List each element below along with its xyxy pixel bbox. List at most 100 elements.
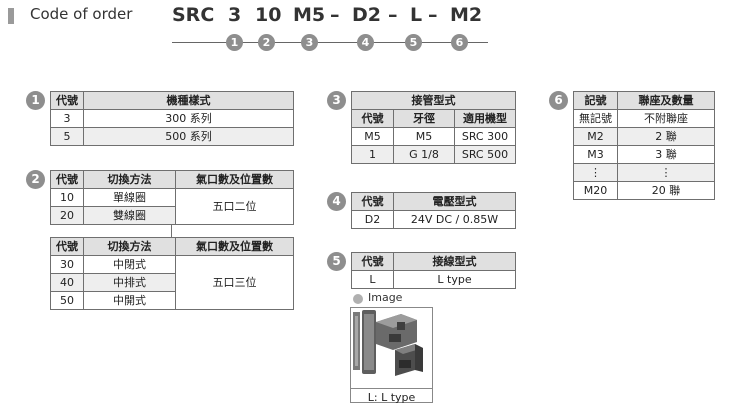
table-merged-cell: 五口三位 xyxy=(175,255,294,310)
code-marker-line xyxy=(172,42,488,43)
page-title: Code of order xyxy=(30,5,133,23)
table-cell: SRC 500 xyxy=(454,145,516,164)
table-row: 20 雙線圈 xyxy=(50,206,294,225)
table-title: 接管型式 xyxy=(351,91,516,110)
table-row: 5 500 系列 xyxy=(50,127,294,146)
code-part-5: L xyxy=(410,4,423,26)
code-marker-6: 6 xyxy=(451,34,468,51)
table-header: 記號 xyxy=(573,91,618,110)
table-merged-cell: 五口二位 xyxy=(175,188,294,225)
table-header: 代號 xyxy=(351,192,394,211)
table-cell: 20 xyxy=(50,206,84,225)
code-dash-2: – xyxy=(388,4,398,26)
code-part-1: 3 xyxy=(228,4,242,26)
section-badge-4: 4 xyxy=(327,192,346,211)
table-row: 10 單線圈 五口二位 xyxy=(50,188,294,225)
voltage-type-table: 代號 電壓型式 D2 24V DC / 0.85W xyxy=(351,192,516,229)
table-header: 機種樣式 xyxy=(83,91,294,110)
code-dash-1: – xyxy=(330,4,340,26)
table-cell: 40 xyxy=(50,273,84,292)
table-header: 氣口數及位置數 xyxy=(175,170,294,189)
table-header: 切換方法 xyxy=(83,237,176,256)
table-cell: 不附聯座 xyxy=(617,109,715,128)
manifold-table: 記號 聯座及數量 無記號 不附聯座 M2 2 聯 M3 3 聯 ⋮ ⋮ M20 … xyxy=(573,91,715,200)
code-marker-4: 4 xyxy=(357,34,374,51)
table-row: 3 300 系列 xyxy=(50,109,294,128)
table-header: 代號 xyxy=(351,109,394,128)
table-cell: 1 xyxy=(351,145,394,164)
image-caption: L: L type xyxy=(351,388,432,406)
table-cell: 10 xyxy=(50,188,84,207)
table-cell: 中閉式 xyxy=(83,255,176,274)
table-connector xyxy=(171,225,172,237)
header-accent-bar xyxy=(8,8,14,24)
table-header: 代號 xyxy=(50,91,84,110)
table-cell: ⋮ xyxy=(573,163,618,182)
connector-image-frame: L: L type xyxy=(350,307,433,406)
table-cell: SRC 300 xyxy=(454,127,516,146)
table-row: M3 3 聯 xyxy=(573,145,715,164)
section-badge-2: 2 xyxy=(26,170,45,189)
table-cell: M2 xyxy=(573,127,618,146)
code-part-series: SRC xyxy=(172,4,215,26)
table-header: 電壓型式 xyxy=(393,192,516,211)
table-row: 40 中排式 xyxy=(50,273,294,292)
table-cell: M3 xyxy=(573,145,618,164)
table-row: L L type xyxy=(351,270,516,289)
port-type-table: 接管型式 代號 牙徑 適用機型 M5 M5 SRC 300 1 G 1/8 SR… xyxy=(351,91,516,164)
table-header: 適用機型 xyxy=(454,109,516,128)
table-header: 牙徑 xyxy=(393,109,455,128)
table-cell: 中開式 xyxy=(83,291,176,310)
code-part-6: M2 xyxy=(450,4,483,26)
table-cell: 20 聯 xyxy=(617,181,715,200)
table-row: M5 M5 SRC 300 xyxy=(351,127,516,146)
code-marker-3: 3 xyxy=(301,34,318,51)
table-cell: 無記號 xyxy=(573,109,618,128)
table-cell: ⋮ xyxy=(617,163,715,182)
table-cell: 中排式 xyxy=(83,273,176,292)
code-marker-5: 5 xyxy=(405,34,422,51)
code-part-4: D2 xyxy=(352,4,381,26)
table-cell: 3 xyxy=(50,109,84,128)
section-badge-5: 5 xyxy=(327,252,346,271)
table-cell: 5 xyxy=(50,127,84,146)
code-part-3: M5 xyxy=(293,4,326,26)
table-cell: M20 xyxy=(573,181,618,200)
table-row: 30 中閉式 五口三位 xyxy=(50,255,294,310)
table-cell: 50 xyxy=(50,291,84,310)
table-header: 氣口數及位置數 xyxy=(175,237,294,256)
code-part-2: 10 xyxy=(255,4,282,26)
switching-2pos-table: 代號 切換方法 氣口數及位置數 10 單線圈 五口二位 20 雙線圈 xyxy=(50,170,294,225)
wiring-type-table: 代號 接線型式 L L type xyxy=(351,252,516,289)
table-cell: 雙線圈 xyxy=(83,206,176,225)
table-header: 切換方法 xyxy=(83,170,176,189)
section-badge-1: 1 xyxy=(26,91,45,110)
table-cell: M5 xyxy=(393,127,455,146)
table-cell: 500 系列 xyxy=(83,127,294,146)
code-marker-2: 2 xyxy=(258,34,275,51)
table-row: 無記號 不附聯座 xyxy=(573,109,715,128)
table-cell: L xyxy=(351,270,394,289)
section-badge-3: 3 xyxy=(327,91,346,110)
image-label: Image xyxy=(368,291,403,304)
l-type-connector-icon xyxy=(353,310,423,376)
table-cell: 2 聯 xyxy=(617,127,715,146)
table-header: 接線型式 xyxy=(393,252,516,271)
code-dash-3: – xyxy=(428,4,438,26)
table-header: 代號 xyxy=(50,170,84,189)
table-cell: 單線圈 xyxy=(83,188,176,207)
table-row: M20 20 聯 xyxy=(573,181,715,200)
table-cell: L type xyxy=(393,270,516,289)
table-row: D2 24V DC / 0.85W xyxy=(351,210,516,229)
table-row: 1 G 1/8 SRC 500 xyxy=(351,145,516,164)
table-cell: D2 xyxy=(351,210,394,229)
table-cell: 300 系列 xyxy=(83,109,294,128)
table-row: M2 2 聯 xyxy=(573,127,715,146)
table-cell: 3 聯 xyxy=(617,145,715,164)
table-cell: G 1/8 xyxy=(393,145,455,164)
table-header: 代號 xyxy=(50,237,84,256)
code-marker-1: 1 xyxy=(226,34,243,51)
table-cell: 24V DC / 0.85W xyxy=(393,210,516,229)
table-row: 50 中開式 xyxy=(50,291,294,310)
table-header: 代號 xyxy=(351,252,394,271)
